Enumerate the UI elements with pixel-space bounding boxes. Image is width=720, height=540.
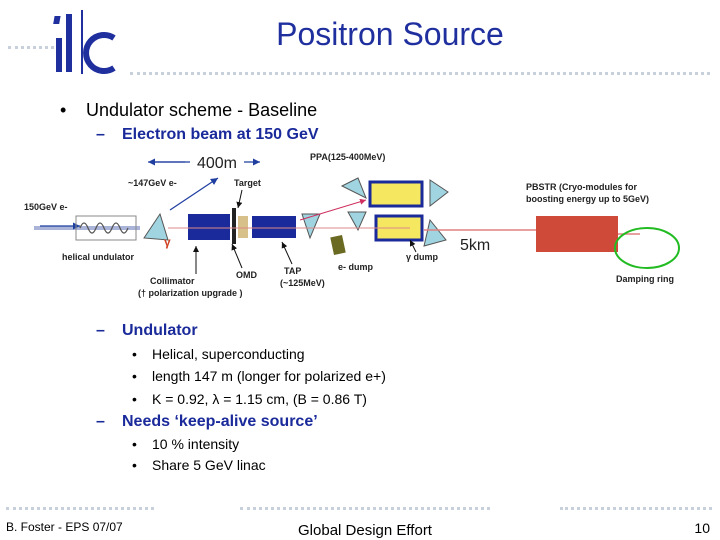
bullet-keepalive: –Needs ‘keep-alive source’ bbox=[96, 413, 318, 430]
label-tap-energy: (~125MeV) bbox=[280, 278, 325, 288]
label-gamma: γ bbox=[164, 235, 171, 249]
label-e-dump: e- dump bbox=[338, 262, 374, 272]
undulator-item-2-text: length 147 m (longer for polarized e+) bbox=[152, 368, 386, 384]
label-collimator: Collimator bbox=[150, 276, 195, 286]
target-block bbox=[232, 208, 236, 244]
bullet-undulator-heading: Undulator bbox=[122, 322, 198, 339]
header-dots-right bbox=[130, 72, 710, 75]
footer-dots-center bbox=[240, 507, 490, 510]
positron-source-diagram: 400m ~147GeV e- Target PPA(125-400MeV) P… bbox=[20, 150, 700, 307]
undulator-item-3-text: K = 0.92, λ = 1.15 cm, (B = 0.86 T) bbox=[152, 391, 367, 407]
ppa-dipole-c bbox=[423, 218, 447, 247]
arrow-gamma-dump bbox=[409, 239, 417, 253]
ppa-dipole-b bbox=[429, 179, 449, 208]
label-target: Target bbox=[234, 178, 261, 188]
target-frame bbox=[238, 216, 248, 238]
bullet-main-text: Undulator scheme - Baseline bbox=[86, 100, 318, 120]
bullet-beam-text: Electron beam at 150 GeV bbox=[122, 126, 319, 143]
undulator-item-3: •K = 0.92, λ = 1.15 cm, (B = 0.86 T) bbox=[132, 391, 367, 407]
keepalive-item-1: •10 % intensity bbox=[132, 436, 240, 452]
bullet-beam: –Electron beam at 150 GeV bbox=[96, 126, 319, 143]
ppa-cavity-1 bbox=[368, 180, 424, 208]
bullet-undulator: –Undulator bbox=[96, 322, 198, 339]
ppa-dipole-d bbox=[347, 211, 367, 232]
label-ppa: PPA(125-400MeV) bbox=[310, 152, 385, 162]
label-gamma-dump: γ dump bbox=[406, 252, 439, 262]
keepalive-item-2: •Share 5 GeV linac bbox=[132, 457, 266, 473]
bullet-main: •Undulator scheme - Baseline bbox=[60, 100, 318, 120]
diagram-svg: 400m ~147GeV e- Target PPA(125-400MeV) P… bbox=[24, 152, 680, 298]
dim-label-bg bbox=[190, 153, 244, 171]
bullet-keepalive-heading: Needs ‘keep-alive source’ bbox=[122, 413, 318, 430]
page-title: Positron Source bbox=[276, 16, 504, 52]
undulator-box bbox=[75, 215, 137, 241]
helical-undulator-coil bbox=[79, 222, 129, 234]
arrow-tap bbox=[281, 241, 293, 265]
footer-organization: Global Design Effort bbox=[298, 522, 432, 539]
label-omd: OMD bbox=[236, 270, 257, 280]
arrow-omd bbox=[231, 243, 243, 269]
keepalive-item-1-text: 10 % intensity bbox=[152, 436, 240, 452]
footer-dots-right bbox=[560, 507, 712, 510]
footer-dots-left bbox=[6, 507, 154, 510]
pbstr-block bbox=[536, 216, 618, 252]
arrow-target bbox=[236, 189, 243, 209]
dipole-2 bbox=[301, 213, 321, 240]
arrow-147gev bbox=[169, 177, 219, 211]
label-pbstr-1: PBSTR (Cryo-modules for bbox=[526, 182, 638, 192]
footer-author: B. Foster - EPS 07/07 bbox=[6, 520, 123, 534]
e-dump-block bbox=[330, 234, 346, 256]
dipole-1 bbox=[143, 212, 169, 241]
label-150gev: 150GeV e- bbox=[24, 202, 68, 212]
label-tap: TAP bbox=[284, 266, 301, 276]
page-number: 10 bbox=[694, 520, 710, 536]
undulator-item-1-text: Helical, superconducting bbox=[152, 346, 305, 362]
dim-400m-label: 400m bbox=[197, 155, 237, 172]
tap-block bbox=[252, 216, 296, 238]
undulator-item-1: •Helical, superconducting bbox=[132, 346, 305, 362]
positron-path-1 bbox=[299, 198, 367, 221]
ppa-dipole-a bbox=[340, 177, 367, 200]
ilc-logo bbox=[52, 8, 130, 81]
label-damping-ring: Damping ring bbox=[616, 274, 674, 284]
damping-ring bbox=[614, 227, 680, 269]
header-dots-left bbox=[8, 46, 54, 49]
undulator-item-2: •length 147 m (longer for polarized e+) bbox=[132, 368, 386, 384]
label-147gev: ~147GeV e- bbox=[128, 178, 177, 188]
label-collimator-note: († polarization upgrade ) bbox=[138, 288, 243, 298]
keepalive-item-2-text: Share 5 GeV linac bbox=[152, 457, 266, 473]
label-5km: 5km bbox=[460, 237, 490, 254]
ilc-logo-graphic bbox=[53, 10, 116, 74]
label-pbstr-2: boosting energy up to 5GeV) bbox=[526, 194, 649, 204]
label-helical-undulator: helical undulator bbox=[62, 252, 135, 262]
omd-block bbox=[188, 214, 230, 240]
